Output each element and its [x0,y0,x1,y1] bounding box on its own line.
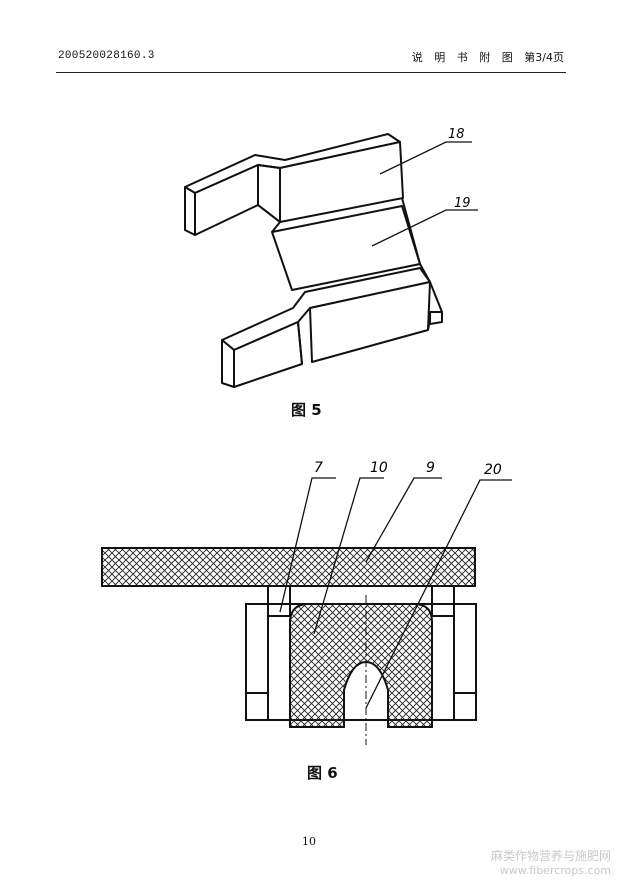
label-7: 7 [314,460,323,476]
header-section-title: 说 明 书 附 图 第3/4页 [412,49,564,65]
label-19: 19 [454,196,471,211]
watermark-line-2: www.fibercrops.com [499,864,611,877]
part-18-left-arm [184,186,196,236]
header-rule [56,72,566,73]
leader-19 [371,209,478,247]
leader-9 [365,477,442,563]
part-19-side [401,197,421,265]
leader-20 [365,479,512,709]
page-number: 10 [302,835,316,848]
label-20: 20 [484,462,502,478]
watermark: 麻类作物营养与施肥网 www.fibercrops.com [491,847,611,877]
part-19-left-edge [271,221,281,233]
page-of-label: 第3/4页 [524,51,564,64]
leader-7 [279,477,336,613]
label-9: 9 [426,460,435,476]
figure-6-caption: 图 6 [307,764,338,782]
document-number: 200520028160.3 [58,50,155,62]
lower-right-end [429,311,443,325]
label-10: 10 [370,460,388,476]
leader-10 [313,477,384,635]
insert-10 [289,603,433,728]
figure-5-caption: 图 5 [291,401,322,419]
part-7 [267,585,291,617]
leader-18 [379,141,472,175]
watermark-line-1: 麻类作物营养与施肥网 [490,849,611,863]
plate-9 [101,547,476,587]
section-label: 说 明 书 附 图 [411,51,513,64]
part-18-notch [257,164,281,223]
label-18: 18 [448,127,465,142]
